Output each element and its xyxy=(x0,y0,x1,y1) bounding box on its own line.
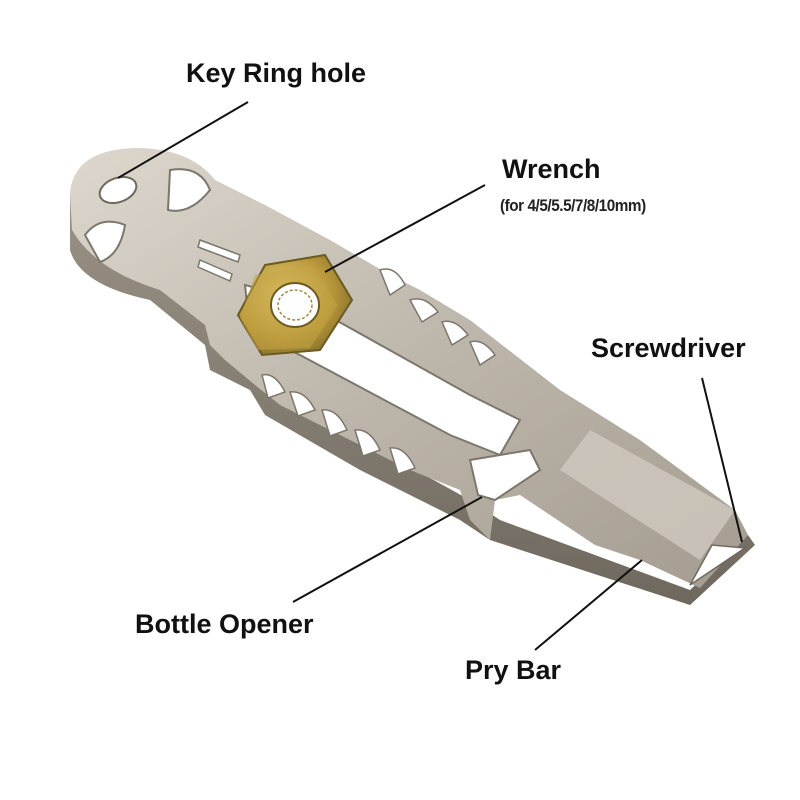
top-notches xyxy=(379,268,497,367)
wrench-sizes-label: (for 4/5/5.5/7/8/10mm) xyxy=(500,196,646,215)
leader-line-pry-bar xyxy=(534,559,643,651)
pry-bar-bevel xyxy=(560,430,735,560)
hex-nut xyxy=(236,253,354,357)
bottle-opener-gap xyxy=(468,448,542,502)
leader-line-key-ring xyxy=(117,101,249,179)
wrench-label: Wrench xyxy=(502,154,601,184)
key-ring-hole-label: Key Ring hole xyxy=(186,58,367,88)
key-ring-hole xyxy=(98,175,138,205)
screwdriver-notch xyxy=(689,544,748,586)
skull-teeth-slot-1 xyxy=(197,239,241,263)
leader-line-screwdriver xyxy=(701,377,743,543)
skull-eye-right xyxy=(166,168,212,212)
bottom-notches xyxy=(261,373,417,475)
leader-lines xyxy=(117,101,743,651)
skull-eye-left xyxy=(83,220,127,264)
skull-teeth-slot-2 xyxy=(197,258,233,283)
bottle-opener-label: Bottle Opener xyxy=(135,609,314,639)
leader-line-wrench xyxy=(324,184,486,273)
screwdriver-label: Screwdriver xyxy=(591,333,746,363)
pry-bar-label: Pry Bar xyxy=(465,655,562,685)
leader-line-bottle-opener xyxy=(292,496,483,603)
